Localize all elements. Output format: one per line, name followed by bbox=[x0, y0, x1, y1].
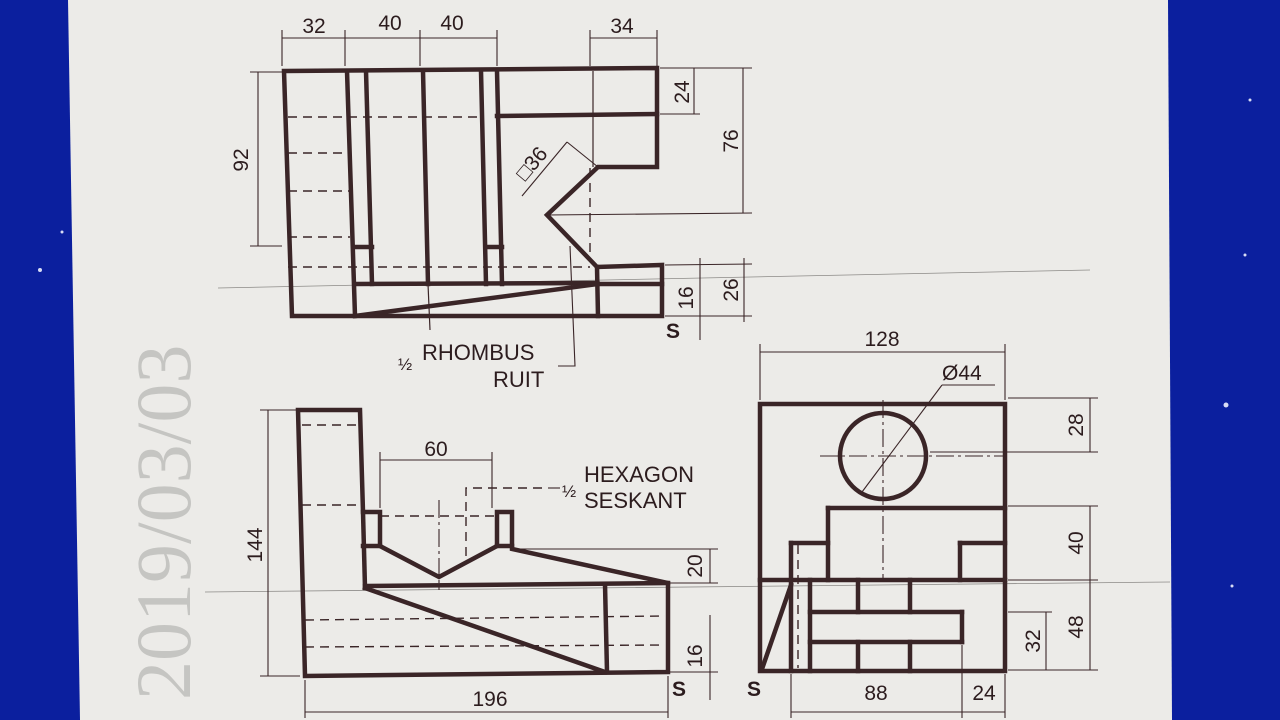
top-view bbox=[281, 65, 665, 331]
front-view-taper-edge bbox=[362, 585, 608, 675]
top-view-taper-edge bbox=[352, 281, 601, 319]
ruit-label: RUIT bbox=[493, 367, 544, 392]
dim-34: 34 bbox=[610, 15, 634, 38]
dim-88: 88 bbox=[864, 682, 887, 705]
section-mark: S bbox=[672, 678, 686, 701]
top-view-edge bbox=[494, 111, 660, 119]
dim-48: 48 bbox=[1065, 615, 1088, 638]
leader-line bbox=[427, 283, 431, 331]
top-view-outline bbox=[281, 65, 665, 319]
front-view-edge bbox=[602, 581, 610, 675]
front-view-dimensions: 60 144 20 16 196 bbox=[244, 409, 718, 718]
front-view bbox=[295, 407, 671, 679]
leader-line bbox=[465, 487, 548, 556]
front-view-outline bbox=[295, 407, 671, 679]
dim-24-side: 24 bbox=[972, 682, 996, 705]
top-view-edge bbox=[420, 68, 431, 287]
dim-144: 144 bbox=[244, 527, 267, 562]
dim-92: 92 bbox=[230, 148, 253, 171]
hidden-line bbox=[304, 615, 666, 621]
dim-76: 76 bbox=[720, 129, 743, 152]
section-mark: S bbox=[747, 678, 761, 701]
top-view-edge bbox=[344, 68, 358, 319]
dim-20: 20 bbox=[684, 554, 707, 577]
extension-line bbox=[546, 212, 753, 216]
hidden-line bbox=[304, 644, 666, 648]
side-view-taper-edge bbox=[759, 582, 794, 672]
paper-sheet bbox=[68, 0, 1172, 720]
front-view-edge bbox=[360, 509, 368, 591]
leader-line bbox=[558, 245, 576, 367]
dim-26: 26 bbox=[720, 278, 743, 301]
front-view-edge bbox=[362, 580, 671, 589]
top-view-edge bbox=[594, 264, 601, 319]
dim-40a: 40 bbox=[378, 12, 401, 35]
speck bbox=[38, 268, 42, 272]
speck bbox=[1223, 402, 1229, 408]
half-fraction: ½ bbox=[562, 482, 576, 501]
rhombus-label: RHOMBUS bbox=[422, 340, 534, 365]
handwritten-note: 2019/03/03 bbox=[120, 345, 207, 700]
dim-40-side: 40 bbox=[1065, 531, 1088, 554]
dim-diameter-44: Ø44 bbox=[942, 362, 982, 385]
seskant-label: SESKANT bbox=[584, 488, 687, 513]
dim-32-side: 32 bbox=[1022, 629, 1045, 652]
top-view-edge bbox=[352, 280, 600, 287]
side-view bbox=[757, 400, 1008, 674]
section-mark: S bbox=[666, 320, 680, 343]
extension-line bbox=[566, 141, 599, 168]
dim-16-front: 16 bbox=[684, 644, 707, 667]
hexagon-label: HEXAGON bbox=[584, 462, 694, 487]
hexagon-note: ½ HEXAGON SESKANT bbox=[465, 462, 694, 556]
dim-24: 24 bbox=[671, 80, 694, 104]
extension-line bbox=[664, 263, 753, 266]
speck bbox=[60, 230, 64, 234]
half-fraction: ½ bbox=[398, 355, 412, 374]
dim-28: 28 bbox=[1065, 413, 1088, 436]
speck bbox=[1248, 98, 1252, 102]
speck bbox=[1243, 253, 1247, 257]
dim-16: 16 bbox=[675, 286, 698, 309]
speck bbox=[1230, 584, 1234, 588]
dimension-line bbox=[521, 141, 568, 197]
rhombus-note: ½ RHOMBUS RUIT bbox=[398, 245, 576, 392]
dim-32: 32 bbox=[302, 15, 325, 38]
side-view-dimensions: 128 Ø44 28 40 48 32 88 24 bbox=[759, 328, 1098, 718]
dim-60: 60 bbox=[424, 438, 447, 461]
leader-line bbox=[861, 384, 943, 493]
dim-40b: 40 bbox=[440, 12, 463, 35]
dim-196: 196 bbox=[472, 688, 507, 711]
dim-128: 128 bbox=[864, 328, 899, 351]
